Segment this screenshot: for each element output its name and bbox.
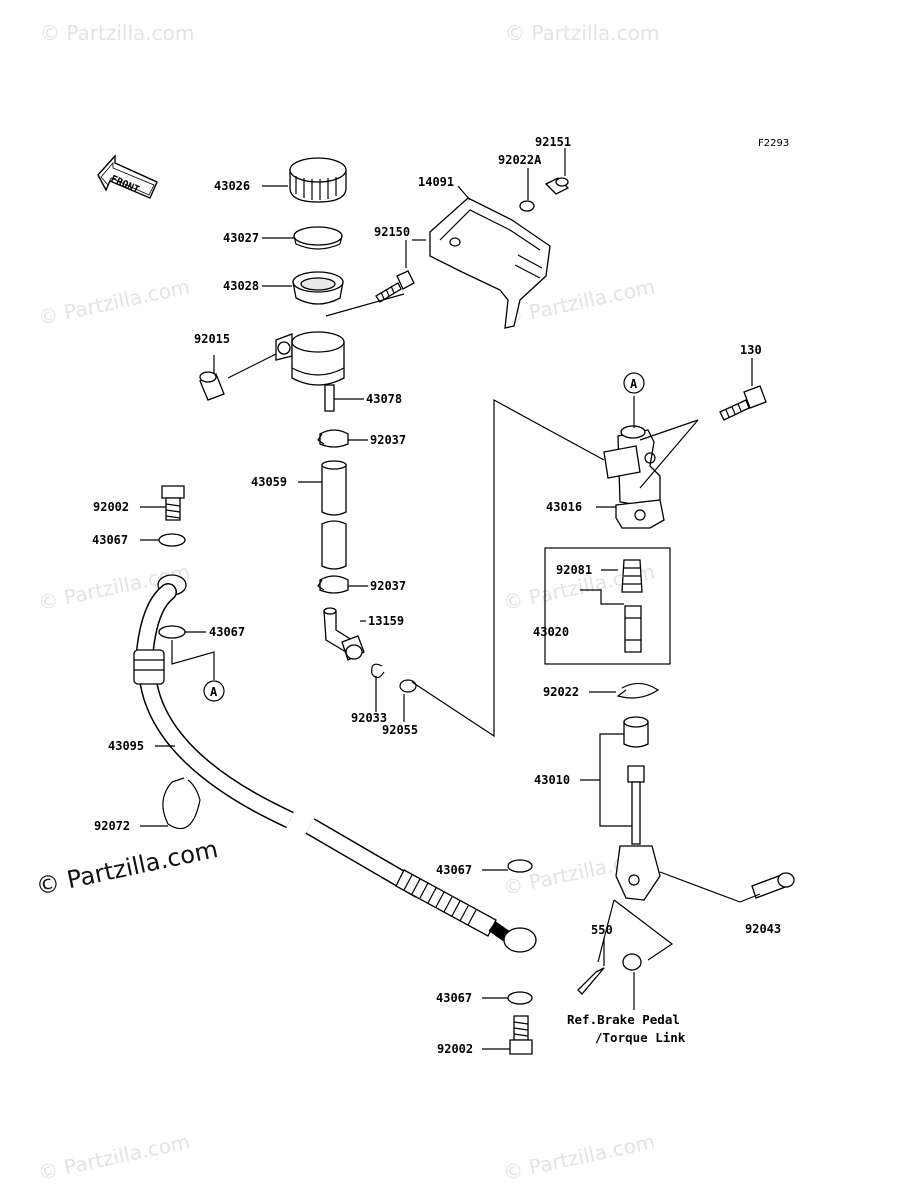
part-label: 43010 bbox=[534, 773, 570, 787]
diaphragm-43028 bbox=[292, 271, 344, 305]
part-labels: 43026 43027 43028 92015 43078 92037 4305… bbox=[92, 135, 781, 1056]
part-label: 92043 bbox=[745, 922, 781, 936]
part-label: 92151 bbox=[535, 135, 571, 149]
master-cylinder-43016 bbox=[603, 425, 665, 529]
circlip-92022 bbox=[616, 682, 660, 699]
watermark: © Partzilla.com bbox=[40, 21, 194, 45]
part-label: 92022 bbox=[543, 685, 579, 699]
watermark: © Partzilla.com bbox=[505, 21, 659, 45]
watermark-bold: © Partzilla.com bbox=[33, 835, 220, 901]
reference-note-line2: /Torque Link bbox=[595, 1030, 686, 1045]
svg-text:A: A bbox=[630, 377, 638, 391]
collar-92015 bbox=[199, 371, 225, 401]
part-label: 43078 bbox=[366, 392, 402, 406]
part-label: 43020 bbox=[533, 625, 569, 639]
push-rod-43010 bbox=[615, 716, 661, 901]
part-label: 92002 bbox=[437, 1042, 473, 1056]
part-label: 43067 bbox=[436, 991, 472, 1005]
bolt-92150 bbox=[375, 270, 415, 303]
part-label: 43059 bbox=[251, 475, 287, 489]
part-label: 43067 bbox=[209, 625, 245, 639]
watermark: © Partzilla.com bbox=[36, 1129, 192, 1185]
washer-43067-d bbox=[507, 991, 533, 1005]
part-label: 13159 bbox=[368, 614, 404, 628]
part-label: 14091 bbox=[418, 175, 454, 189]
part-label: 92033 bbox=[351, 711, 387, 725]
washer bbox=[622, 953, 642, 971]
washer-92022A bbox=[519, 200, 535, 212]
o-ring-92055 bbox=[399, 679, 417, 693]
elbow-fitting-13159 bbox=[323, 607, 365, 661]
washer-43067-b bbox=[158, 625, 186, 639]
part-label: 92037 bbox=[370, 433, 406, 447]
figure-code: F2293 bbox=[758, 138, 789, 149]
callout-a-upper: A bbox=[623, 372, 645, 394]
pin-92043 bbox=[751, 872, 795, 899]
washer-43067-c bbox=[507, 859, 533, 873]
bolt-92151 bbox=[544, 177, 570, 195]
part-label: 43095 bbox=[108, 739, 144, 753]
part-label: 92081 bbox=[556, 563, 592, 577]
bolt-130 bbox=[719, 385, 767, 421]
watermark: © Partzilla.com bbox=[36, 274, 192, 330]
part-label: 43026 bbox=[214, 179, 250, 193]
reservoir-cap-43026 bbox=[289, 157, 347, 203]
washer-43067-a bbox=[158, 533, 186, 547]
brake-hose-43095 bbox=[133, 583, 516, 945]
part-label: 92150 bbox=[374, 225, 410, 239]
piston-kit-43020 bbox=[544, 547, 671, 665]
part-label: 43067 bbox=[436, 863, 472, 877]
part-label: 43027 bbox=[223, 231, 259, 245]
watermark: © Partzilla.com bbox=[501, 1129, 657, 1185]
hose-clamp-92037-lower bbox=[317, 575, 349, 594]
part-label: 92002 bbox=[93, 500, 129, 514]
reservoir-body-43078 bbox=[275, 331, 345, 412]
part-label: 92015 bbox=[194, 332, 230, 346]
front-arrow-icon: FRONT bbox=[97, 154, 158, 199]
banjo-fitting-lower bbox=[503, 927, 537, 953]
part-label: 92072 bbox=[94, 819, 130, 833]
cotter-pin-550 bbox=[577, 967, 605, 995]
banjo-bolt-92002-lower bbox=[509, 1015, 533, 1055]
diaphragm-plate-43027 bbox=[293, 226, 343, 250]
reference-note-line1: Ref.Brake Pedal bbox=[567, 1012, 680, 1027]
hose-clamp-92037-upper bbox=[317, 429, 349, 448]
hose-clamp-92072 bbox=[162, 777, 201, 830]
callout-a-lower: A bbox=[203, 680, 225, 702]
part-label: 43028 bbox=[223, 279, 259, 293]
circlip-92033 bbox=[371, 663, 385, 679]
part-label: 92055 bbox=[382, 723, 418, 737]
watermarks: © Partzilla.com © Partzilla.com © Partzi… bbox=[33, 21, 659, 1185]
part-label: 550 bbox=[591, 923, 613, 937]
cover-14091 bbox=[429, 197, 551, 329]
leader-lines bbox=[140, 148, 761, 1050]
part-label: 92037 bbox=[370, 579, 406, 593]
banjo-bolt-92002-upper bbox=[161, 485, 185, 521]
svg-text:A: A bbox=[210, 685, 218, 699]
part-label: 92022A bbox=[498, 153, 542, 167]
part-label: 130 bbox=[740, 343, 762, 357]
part-label: 43016 bbox=[546, 500, 582, 514]
reservoir-hose-43059 bbox=[321, 460, 347, 570]
part-label: 43067 bbox=[92, 533, 128, 547]
